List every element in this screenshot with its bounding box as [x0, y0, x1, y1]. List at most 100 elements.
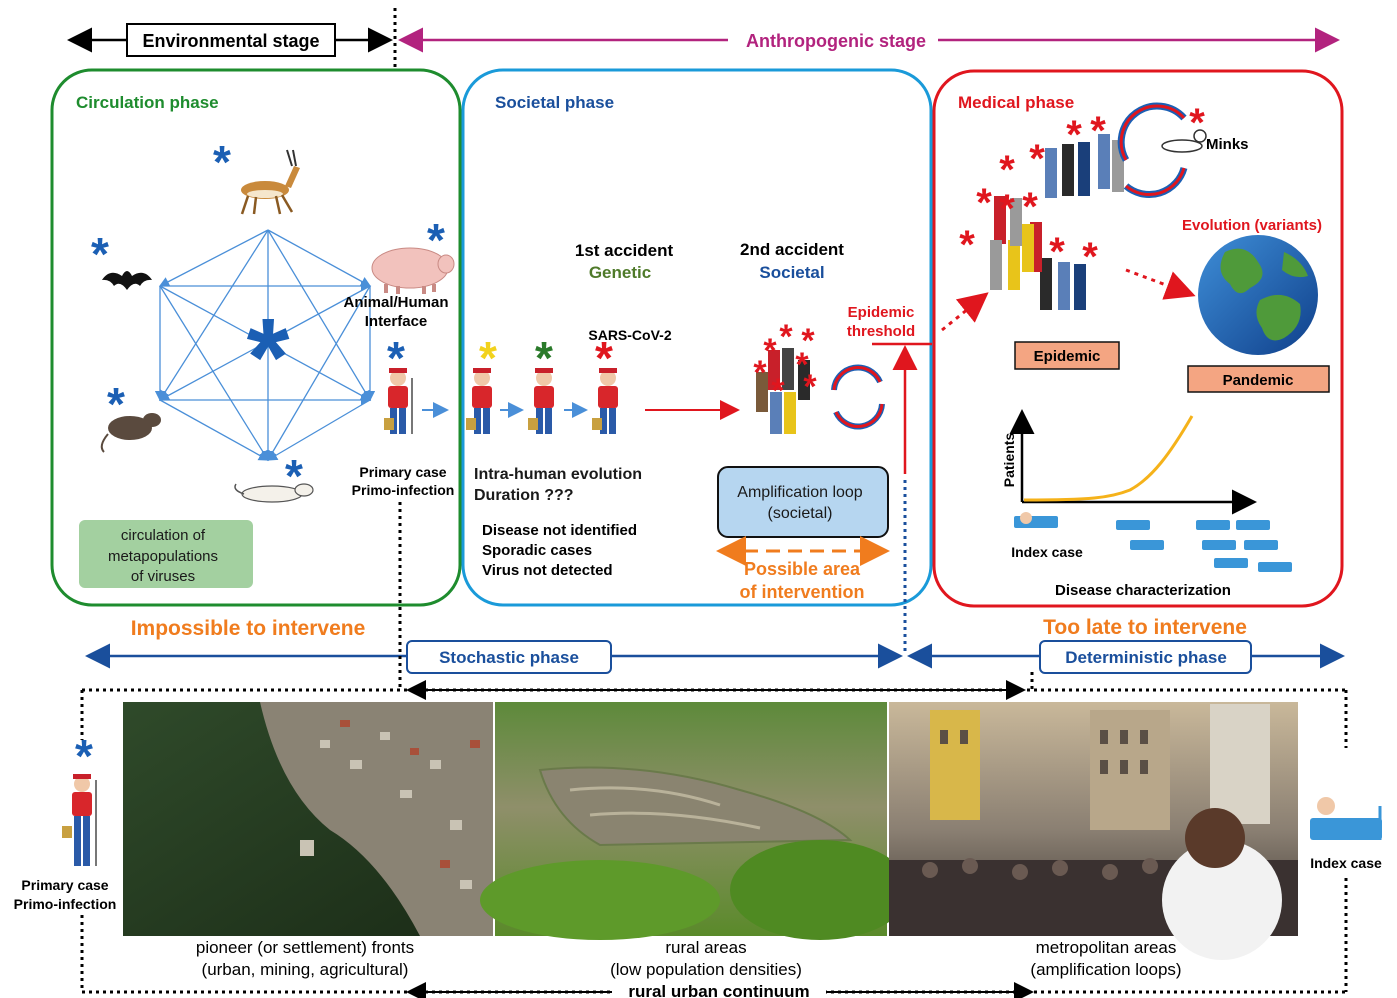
gazelle-asterisk-icon: *: [213, 136, 231, 188]
photo3-caption-2: (amplification loops): [1030, 960, 1181, 979]
green-asterisk-icon: *: [535, 332, 553, 384]
gazelle-icon: [240, 149, 300, 215]
red-asterisk-icon: *: [595, 332, 613, 384]
medical-phase-title: Medical phase: [958, 93, 1074, 112]
svg-text:*: *: [753, 354, 767, 392]
bat-asterisk-icon: *: [91, 228, 109, 280]
epidemic-label: Epidemic: [1034, 348, 1101, 365]
accident1-title: 1st accident: [575, 241, 674, 260]
infected-crowd-icon: [756, 348, 810, 434]
societal-note-1: Disease not identified: [482, 522, 637, 539]
rural-urban-continuum-label: rural urban continuum: [628, 982, 809, 998]
photo1-caption-2: (urban, mining, agricultural): [202, 960, 409, 979]
amplification-loop-line-1: Amplification loop: [737, 484, 863, 501]
svg-text:*: *: [999, 148, 1015, 192]
svg-text:*: *: [976, 181, 992, 225]
virus-note-line-2: metapopulations: [108, 548, 218, 565]
amplification-cycle-fill: [832, 365, 884, 429]
epidemic-curve-chart: Patients: [1001, 409, 1257, 515]
photo2-caption-1: rural areas: [665, 938, 746, 957]
virus-circulation-note: [79, 520, 253, 588]
bottom-index-case-label: Index case: [1310, 855, 1382, 871]
bottom-primo-infection-label: Primo-infection: [14, 896, 117, 912]
svg-text:*: *: [771, 372, 785, 410]
accident2-title: 2nd accident: [740, 240, 844, 259]
rat-icon: [100, 413, 161, 453]
farmer-bottom-icon: [62, 774, 97, 866]
photo-rural-areas: [480, 702, 910, 940]
accident1-subtitle: Genetic: [589, 263, 651, 282]
amplification-loop-line-2: (societal): [768, 505, 833, 522]
svg-text:*: *: [1049, 230, 1065, 274]
svg-text:*: *: [801, 322, 815, 360]
svg-text:*: *: [803, 368, 817, 406]
index-case-bed-icon: [1310, 797, 1382, 840]
epidemic-crowd-icon: [990, 134, 1124, 310]
epidemic-to-pandemic-arrow: [1125, 268, 1196, 300]
svg-text:*: *: [1090, 109, 1106, 153]
evolution-variants-label: Evolution (variants): [1182, 217, 1322, 234]
rat-asterisk-icon: *: [107, 378, 125, 430]
pandemic-box: [1187, 365, 1330, 393]
minks-label: Minks: [1206, 136, 1249, 153]
circulation-phase-title: Circulation phase: [76, 93, 219, 112]
intervention-line-2: of intervention: [740, 582, 865, 602]
medical-phase-box: [932, 69, 1344, 608]
bat-icon: [102, 271, 152, 290]
photo-metropolitan-areas: [889, 702, 1298, 960]
primo-infection-label: Primo-infection: [352, 482, 455, 498]
stochastic-phase-label: Stochastic phase: [439, 648, 579, 667]
impossible-to-intervene-label: Impossible to intervene: [131, 617, 366, 640]
medical-asterisks: ** ** ** ** ** *: [959, 101, 1205, 279]
epidemic-box: [1014, 341, 1120, 370]
svg-text:*: *: [959, 223, 975, 267]
central-asterisk-icon: *: [247, 296, 290, 419]
farmer-variant-green-icon: [528, 368, 554, 434]
index-case-label-top: Index case: [1011, 544, 1083, 560]
ferret-asterisk-icon: *: [285, 450, 303, 502]
crowd-asterisks: ** ** ** *: [753, 318, 817, 410]
svg-text:*: *: [795, 346, 809, 384]
societal-phase-title: Societal phase: [495, 93, 614, 112]
threshold-to-epidemic-arrow: [941, 292, 989, 332]
primary-case-label: Primary case: [359, 464, 446, 480]
farmer-primary-icon: [384, 368, 413, 434]
yellow-asterisk-icon: *: [479, 332, 497, 384]
svg-text:*: *: [1082, 235, 1098, 279]
photo2-caption-2: (low population densities): [610, 960, 802, 979]
accident2-subtitle: Societal: [759, 263, 824, 282]
photo1-caption-1: pioneer (or settlement) fronts: [196, 938, 414, 957]
bottom-farmer-asterisk-icon: *: [75, 730, 93, 782]
societal-phase-box: [461, 68, 933, 607]
pig-asterisk-icon: *: [427, 214, 445, 266]
intra-human-evolution-2: Duration ???: [474, 487, 574, 504]
mink-icon: [1161, 129, 1207, 153]
farmer-asterisk-icon: *: [387, 332, 405, 384]
photo3-caption-1: metropolitan areas: [1036, 938, 1177, 957]
photo-pioneer-fronts: [123, 702, 493, 936]
farmer-variant-yellow-icon: [466, 368, 492, 434]
farmer-sars-cov-2-icon: [592, 368, 618, 434]
intra-human-evolution-1: Intra-human evolution: [474, 466, 642, 483]
anthropogenic-stage-label: Anthropogenic stage: [746, 31, 926, 51]
interface-label-1: Animal/Human: [343, 294, 448, 311]
svg-text:*: *: [763, 332, 777, 370]
pig-icon: [371, 247, 455, 294]
deterministic-phase-box: [1039, 640, 1252, 674]
intervention-line-1: Possible area: [744, 559, 861, 579]
virus-note-line-1: circulation of: [121, 527, 206, 544]
too-late-to-intervene-label: Too late to intervene: [1043, 616, 1247, 639]
societal-note-3: Virus not detected: [482, 562, 613, 579]
animal-network: [154, 229, 376, 462]
svg-text:*: *: [779, 318, 793, 356]
svg-text:*: *: [999, 187, 1015, 231]
interface-label-2: Interface: [365, 313, 428, 330]
deterministic-phase-label: Deterministic phase: [1065, 648, 1227, 667]
pandemic-label: Pandemic: [1223, 372, 1294, 389]
continuum-label-bg: [612, 982, 826, 998]
stochastic-phase-box: [406, 640, 612, 674]
hospital-beds-icon: [1014, 512, 1292, 572]
bottom-primary-case-label: Primary case: [21, 877, 108, 893]
ferret-icon: [234, 483, 314, 503]
